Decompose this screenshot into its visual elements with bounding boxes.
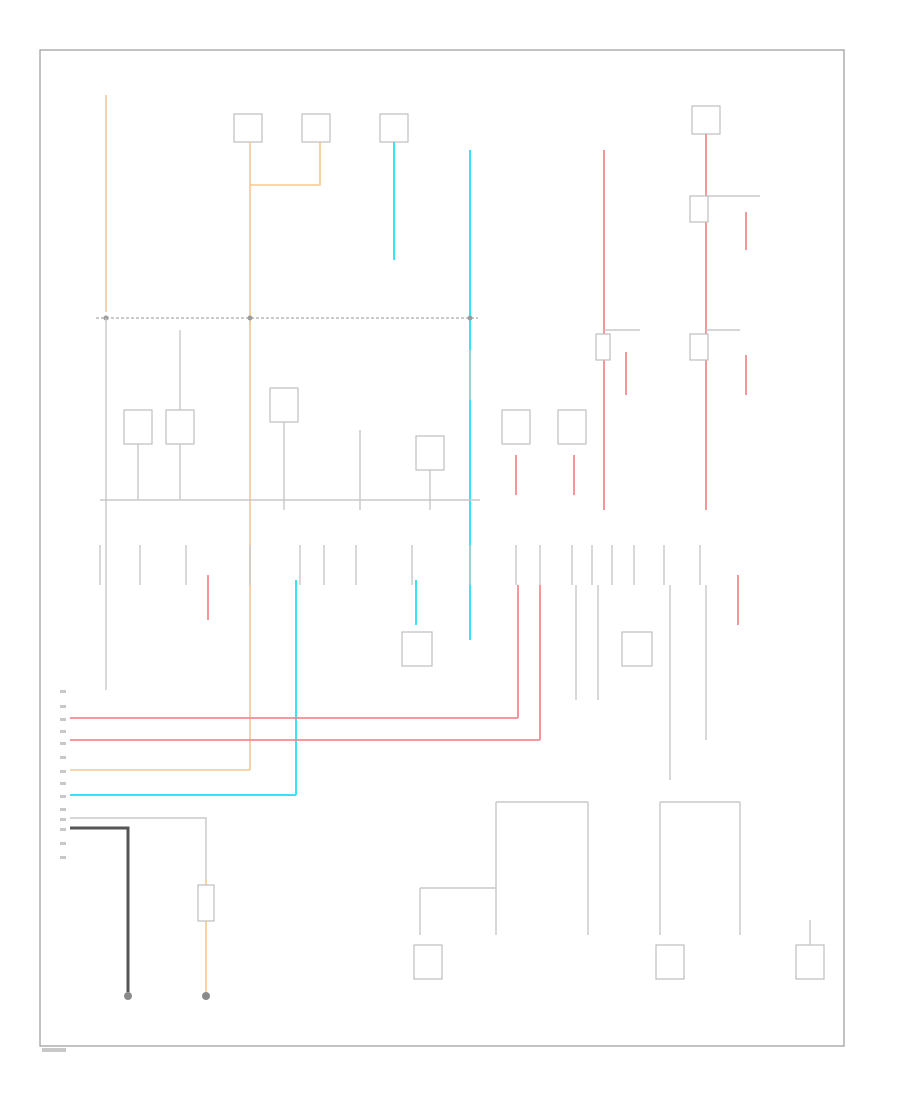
component-box bbox=[689, 333, 709, 361]
ground-wire-2 bbox=[70, 817, 207, 880]
component-box bbox=[197, 884, 215, 922]
footer-code bbox=[42, 1048, 66, 1052]
wire-grey-5 bbox=[99, 545, 471, 585]
relay-right-bus bbox=[659, 801, 741, 935]
diagram-frame bbox=[39, 49, 845, 1047]
wire-tan-2 bbox=[249, 142, 321, 312]
splice-dot bbox=[247, 315, 253, 321]
relay-left-bus bbox=[495, 801, 589, 935]
middle-component-row bbox=[123, 195, 709, 471]
ground-point bbox=[202, 992, 210, 1000]
component-box bbox=[165, 409, 195, 445]
component-box bbox=[123, 409, 153, 445]
wire-grey-6 bbox=[515, 545, 701, 585]
wire-pink-4 bbox=[70, 585, 541, 741]
splice-dot bbox=[467, 315, 473, 321]
component-box bbox=[621, 631, 653, 667]
lower-component-row bbox=[401, 631, 653, 667]
component-box bbox=[689, 195, 709, 223]
wire-tan-3 bbox=[70, 312, 251, 771]
component-box bbox=[655, 944, 685, 980]
wire-pink-3 bbox=[70, 585, 519, 719]
ground-point bbox=[124, 992, 132, 1000]
wire-grey-3 bbox=[283, 350, 471, 510]
wire-cyan-4 bbox=[70, 580, 297, 796]
component-box bbox=[269, 387, 299, 423]
component-box bbox=[301, 113, 331, 143]
component-box bbox=[691, 105, 721, 135]
component-box bbox=[413, 944, 443, 980]
left-connector-pins bbox=[60, 690, 66, 859]
relay-lower-bus bbox=[419, 870, 497, 935]
component-box bbox=[379, 113, 409, 143]
wire-grey-7 bbox=[575, 585, 707, 780]
component-box bbox=[415, 435, 445, 471]
bottom-component-row bbox=[413, 944, 825, 980]
component-box bbox=[401, 631, 433, 667]
component-box bbox=[595, 333, 611, 361]
component-box bbox=[557, 409, 587, 445]
wire-grey-8 bbox=[604, 195, 760, 331]
wire-grey-2 bbox=[137, 330, 181, 500]
component-box bbox=[233, 113, 263, 143]
ground-wire-1 bbox=[70, 826, 130, 992]
top-component-row bbox=[233, 105, 721, 143]
component-box bbox=[795, 944, 825, 980]
component-box bbox=[501, 409, 531, 445]
